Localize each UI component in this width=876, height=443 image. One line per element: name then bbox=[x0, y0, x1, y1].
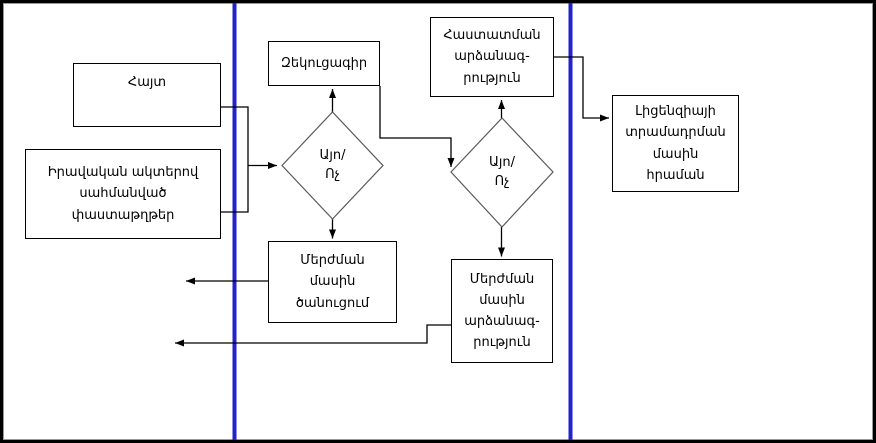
node-approval-protocol: Հաստատման արձանագ- րություն bbox=[430, 17, 554, 97]
node-report: Զեկուցագիր bbox=[268, 41, 380, 86]
node-application: Հայտ bbox=[73, 63, 221, 127]
node-rejection-notice: Մերժման մասին ծանուցում bbox=[268, 241, 397, 323]
decision-2-label: Այո/ Ոչ bbox=[488, 154, 516, 190]
node-license-order: Լիցենզիայի տրամադրման մասին հրաման bbox=[612, 95, 739, 192]
decision-1-shape bbox=[281, 111, 384, 220]
connector-inputs-bracket bbox=[221, 106, 249, 213]
connector-rejection-protocol-out bbox=[175, 324, 451, 347]
connector-report-to-decision2 bbox=[379, 86, 455, 167]
decision-2-shape bbox=[450, 117, 554, 228]
connector-approval-to-license bbox=[554, 56, 609, 122]
decision-1-label: Այո/ Ոչ bbox=[319, 147, 346, 183]
node-rejection-protocol: Մերժման մասին արձանագ- րություն bbox=[451, 259, 553, 363]
node-legal-documents: Իրավական ակտերով սահմանված փաստաթղթեր bbox=[25, 149, 221, 239]
